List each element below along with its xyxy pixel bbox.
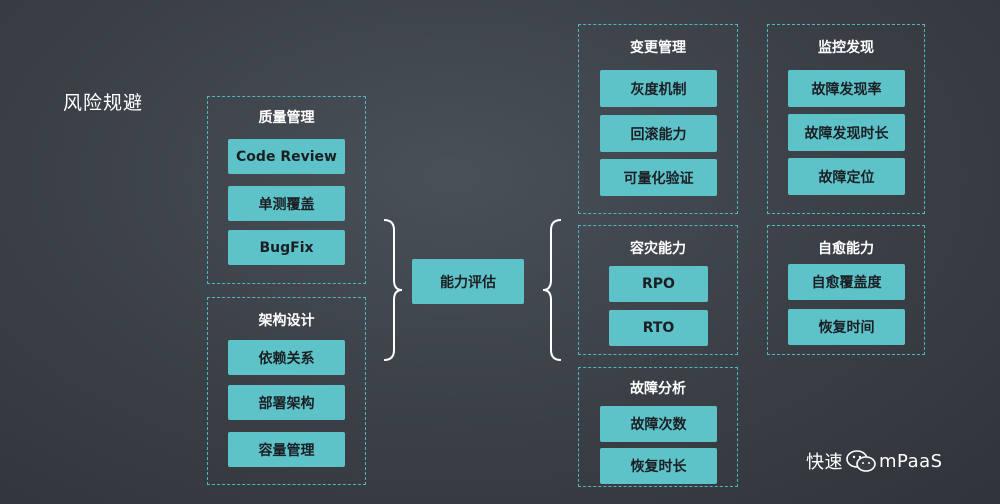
node-fault-location: 故障定位 <box>788 158 905 195</box>
group-title: 架构设计 <box>258 313 315 329</box>
node-bugfix: BugFix <box>228 230 345 265</box>
node-gray-release: 灰度机制 <box>600 70 717 107</box>
group-quality-management: 质量管理 Code Review 单测覆盖 BugFix <box>207 96 366 284</box>
node-fault-discovery-time: 故障发现时长 <box>788 114 905 151</box>
node-rollback: 回滚能力 <box>600 115 717 152</box>
group-architecture-design: 架构设计 依赖关系 部署架构 容量管理 <box>207 297 366 485</box>
left-brace <box>383 219 403 361</box>
group-title: 监控发现 <box>818 40 874 56</box>
node-rpo: RPO <box>609 266 708 302</box>
node-fault-discovery-rate: 故障发现率 <box>788 70 905 107</box>
page-title: 风险规避 <box>63 92 144 114</box>
watermark-text-left: 快速 <box>806 452 843 473</box>
node-recovery-time: 恢复时间 <box>788 309 905 345</box>
node-dependency: 依赖关系 <box>228 340 345 375</box>
group-title: 自愈能力 <box>818 241 874 257</box>
wechat-icon <box>846 450 876 472</box>
group-self-healing: 自愈能力 自愈覆盖度 恢复时间 <box>767 225 925 355</box>
right-brace <box>542 219 562 361</box>
node-code-review: Code Review <box>228 139 345 174</box>
group-fault-analysis: 故障分析 故障次数 恢复时长 <box>578 367 738 487</box>
group-title: 质量管理 <box>258 110 315 126</box>
watermark-text-right: mPaaS <box>879 450 943 472</box>
group-title: 变更管理 <box>630 40 686 56</box>
group-title: 容灾能力 <box>630 241 686 257</box>
node-quantifiable-verification: 可量化验证 <box>600 159 717 196</box>
node-fault-count: 故障次数 <box>600 406 717 442</box>
node-recovery-duration: 恢复时长 <box>600 448 717 484</box>
group-title: 故障分析 <box>630 381 686 397</box>
node-capability-assessment: 能力评估 <box>412 259 524 304</box>
group-change-management: 变更管理 灰度机制 回滚能力 可量化验证 <box>578 24 738 214</box>
node-unit-test-coverage: 单测覆盖 <box>228 186 345 221</box>
node-rto: RTO <box>609 310 708 346</box>
group-disaster-recovery: 容灾能力 RPO RTO <box>578 225 738 355</box>
node-deployment-architecture: 部署架构 <box>228 385 345 420</box>
watermark: 快速 mPaaS <box>806 448 943 474</box>
node-capacity-management: 容量管理 <box>228 432 345 467</box>
group-monitoring-discovery: 监控发现 故障发现率 故障发现时长 故障定位 <box>767 24 925 214</box>
node-self-healing-coverage: 自愈覆盖度 <box>788 264 905 300</box>
